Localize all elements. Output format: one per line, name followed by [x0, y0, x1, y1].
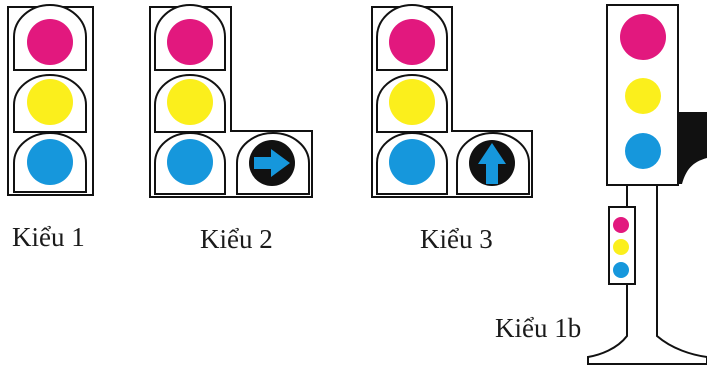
caption-type-3: Kiểu 3	[420, 224, 493, 254]
green-lamp	[625, 133, 661, 169]
red-lamp	[389, 19, 435, 65]
caption-type-1b: Kiểu 1b	[495, 313, 581, 343]
traffic-light-type-2: Kiểu 2	[149, 4, 313, 254]
red-lamp	[27, 19, 73, 65]
right-arrow-icon	[254, 149, 290, 177]
pole	[587, 184, 707, 365]
small-yellow-lamp	[613, 239, 629, 255]
red-lamp	[167, 19, 213, 65]
small-green-lamp	[613, 262, 629, 278]
traffic-light-type-3: Kiểu 3	[371, 4, 533, 254]
caption-type-2: Kiểu 2	[200, 224, 273, 254]
red-lamp	[620, 14, 666, 60]
yellow-lamp	[167, 79, 213, 125]
up-arrow-icon	[478, 143, 506, 184]
yellow-lamp	[389, 79, 435, 125]
traffic-light-type-1: Kiểu 1	[7, 4, 94, 252]
small-red-lamp	[613, 217, 629, 233]
caption-type-1: Kiểu 1	[12, 222, 85, 252]
green-lamp	[389, 139, 435, 185]
side-bracket	[678, 112, 707, 184]
green-lamp	[27, 139, 73, 185]
yellow-lamp	[27, 79, 73, 125]
green-lamp	[167, 139, 213, 185]
yellow-lamp	[625, 78, 661, 114]
traffic-light-type-1b: Kiểu 1b	[495, 4, 707, 365]
